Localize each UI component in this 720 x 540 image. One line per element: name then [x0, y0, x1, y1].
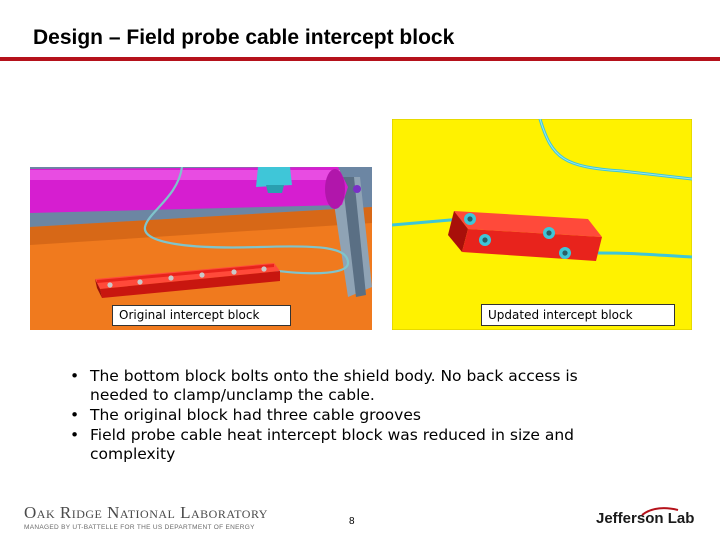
original-block-image	[30, 167, 372, 330]
original-block-caption: Original intercept block	[112, 305, 291, 326]
bullet-text: The bottom block bolts onto the shield b…	[90, 367, 578, 404]
ornl-logo: Oak Ridge National Laboratory MANAGED BY…	[24, 503, 268, 531]
bullet-item: • The bottom block bolts onto the shield …	[70, 367, 630, 405]
bullet-marker: •	[70, 406, 80, 424]
bullet-text: The original block had three cable groov…	[90, 406, 421, 424]
page-number: 8	[349, 516, 355, 527]
title-divider	[0, 57, 720, 61]
ornl-name: Oak Ridge National Laboratory	[24, 503, 268, 522]
bullet-list: • The bottom block bolts onto the shield …	[70, 367, 630, 465]
jefferson-lab-logo: Jefferson Lab	[596, 510, 695, 527]
updated-block-caption: Updated intercept block	[481, 304, 675, 326]
bullet-item: • Field probe cable heat intercept block …	[70, 426, 630, 464]
ornl-subtitle: MANAGED BY UT-BATTELLE FOR THE US DEPART…	[24, 524, 255, 531]
updated-block-image	[392, 119, 692, 330]
bullet-marker: •	[70, 367, 80, 385]
bullet-item: • The original block had three cable groo…	[70, 406, 630, 425]
slide-title: Design – Field probe cable intercept blo…	[33, 26, 455, 49]
bullet-marker: •	[70, 426, 80, 444]
jefferson-lab-swoosh-icon	[641, 507, 679, 516]
bullet-text: Field probe cable heat intercept block w…	[90, 426, 575, 463]
